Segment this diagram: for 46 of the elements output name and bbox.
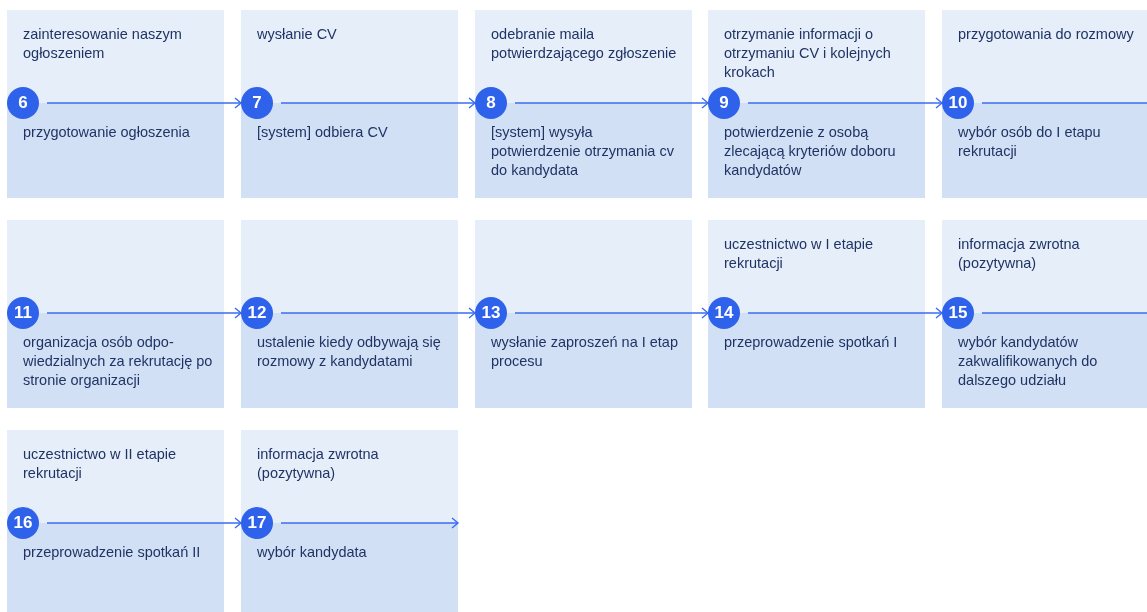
step-card — [241, 220, 458, 408]
step-outcome-text: wysłanie CV — [257, 25, 338, 44]
step-number: 16 — [7, 507, 39, 539]
step-card — [475, 10, 692, 198]
step-action-text: [system] odbiera CV — [257, 123, 389, 142]
step-number: 7 — [241, 87, 273, 119]
step-outcome-text: informacja zwrotna (pozytywna) — [257, 445, 380, 483]
step-outcome-text: informacja zwrotna (pozytywna) — [958, 235, 1081, 273]
step-outcome-text: otrzymanie informacji o otrzymaniu CV i kolejnych krokach — [724, 25, 892, 82]
step-number: 15 — [942, 297, 974, 329]
step-card — [7, 220, 224, 408]
step-action-text: organizacja osób odpo- wiedzialnych za rekrutację po stronie organizacji — [23, 333, 214, 390]
step-card — [7, 10, 224, 198]
step-card — [7, 430, 224, 612]
step-number: 10 — [942, 87, 974, 119]
step-number: 8 — [475, 87, 507, 119]
step-outcome-text: uczestnictwo w II etapie rekrutacji — [23, 445, 178, 483]
step-card — [942, 10, 1147, 198]
step-outcome-text: odebranie maila potwierdzającego zgłoszenie — [491, 25, 678, 63]
arrow — [280, 517, 459, 529]
step-number: 12 — [241, 297, 273, 329]
step-number: 14 — [708, 297, 740, 329]
step-action-text: przeprowadzenie spotkań I — [724, 333, 899, 352]
step-card — [475, 220, 692, 408]
step-outcome-text: przygotowania do rozmowy — [958, 25, 1135, 44]
step-action-text: przeprowadzenie spotkań II — [23, 543, 202, 562]
step-action-text: ustalenie kiedy odbywają się rozmowy z kandydatami — [257, 333, 442, 371]
step-card — [942, 220, 1147, 408]
step-card — [241, 10, 458, 198]
step-action-text: wybór osób do I etapu rekrutacji — [958, 123, 1102, 161]
step-card — [241, 430, 458, 612]
step-card — [708, 220, 925, 408]
step-number: 17 — [241, 507, 273, 539]
step-outcome-text: uczestnictwo w I etapie rekrutacji — [724, 235, 875, 273]
step-action-text: [system] wysyła potwierdzenie otrzymania cv do kandydata — [491, 123, 675, 180]
step-number: 13 — [475, 297, 507, 329]
step-action-text: przygotowanie ogłoszenia — [23, 123, 191, 142]
step-action-text: wybór kandydata — [257, 543, 368, 562]
step-outcome-text: zainteresowanie naszym ogłoszeniem — [23, 25, 183, 63]
step-action-text: potwierdzenie z osobą zlecającą kryteriów doboru kandydatów — [724, 123, 897, 180]
step-card — [708, 10, 925, 198]
step-action-text: wybór kandydatów zakwalifikowanych do dalszego udziału — [958, 333, 1099, 390]
step-number: 9 — [708, 87, 740, 119]
step-number: 11 — [7, 297, 39, 329]
step-number: 6 — [7, 87, 39, 119]
step-action-text: wysłanie zaproszeń na I etap procesu — [491, 333, 679, 371]
